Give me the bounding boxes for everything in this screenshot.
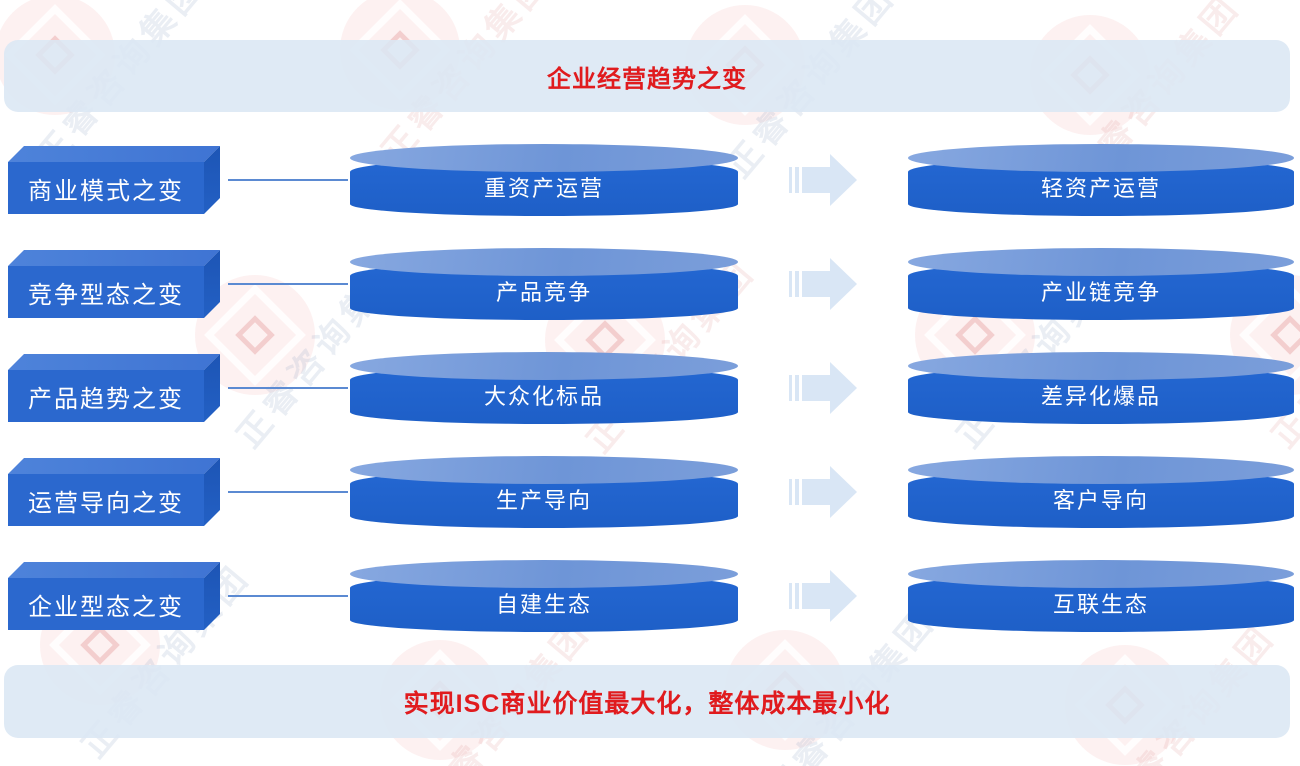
from-label: 自建生态 bbox=[495, 592, 592, 617]
arrow-stripe bbox=[789, 167, 792, 193]
right-arrow-icon bbox=[789, 466, 857, 518]
from-cylinder: 重资产运营 bbox=[350, 144, 738, 216]
from-cylinder: 生产导向 bbox=[350, 456, 738, 528]
connector-line bbox=[228, 387, 348, 389]
arrow-stripe bbox=[789, 375, 792, 401]
to-cylinder: 产业链竞争 bbox=[908, 248, 1294, 320]
arrow-stripe bbox=[795, 375, 799, 401]
to-label: 差异化爆品 bbox=[1040, 384, 1161, 409]
arrow-body bbox=[802, 479, 830, 505]
category-label: 竞争型态之变 bbox=[28, 281, 184, 309]
box-side-face bbox=[204, 354, 220, 422]
category-label: 产品趋势之变 bbox=[28, 385, 184, 413]
connector-line bbox=[228, 491, 348, 493]
trend-row-2: 竞争型态之变 产品竞争 产业链竞争 bbox=[0, 248, 1300, 320]
from-cylinder: 自建生态 bbox=[350, 560, 738, 632]
to-cylinder: 轻资产运营 bbox=[908, 144, 1294, 216]
box-front-face: 商业模式之变 bbox=[8, 162, 204, 214]
to-label: 互联生态 bbox=[1052, 592, 1149, 617]
arrow-stripe bbox=[789, 271, 792, 297]
box-front-face: 运营导向之变 bbox=[8, 474, 204, 526]
cylinder-top bbox=[350, 456, 738, 484]
box-side-face bbox=[204, 250, 220, 318]
category-label: 运营导向之变 bbox=[28, 489, 184, 517]
box-top-face bbox=[8, 146, 220, 162]
box-top-face bbox=[8, 354, 220, 370]
box-front-face: 产品趋势之变 bbox=[8, 370, 204, 422]
from-label: 产品竞争 bbox=[495, 280, 592, 305]
category-box: 企业型态之变 bbox=[8, 562, 220, 630]
to-cylinder: 客户导向 bbox=[908, 456, 1294, 528]
right-arrow-icon bbox=[789, 362, 857, 414]
connector-line bbox=[228, 595, 348, 597]
page-title: 企业经营趋势之变 bbox=[547, 65, 747, 93]
box-side-face bbox=[204, 146, 220, 214]
right-arrow-icon bbox=[789, 570, 857, 622]
cylinder-top bbox=[908, 352, 1294, 380]
arrow-stripe bbox=[795, 167, 799, 193]
category-box: 运营导向之变 bbox=[8, 458, 220, 526]
footer-banner: 实现ISC商业价值最大化，整体成本最小化 bbox=[4, 665, 1290, 738]
arrow-head bbox=[830, 570, 857, 622]
to-label: 客户导向 bbox=[1052, 488, 1149, 513]
arrow-body bbox=[802, 375, 830, 401]
cylinder-top bbox=[908, 248, 1294, 276]
box-top-face bbox=[8, 458, 220, 474]
box-top-face bbox=[8, 250, 220, 266]
arrow-body bbox=[802, 271, 830, 297]
cylinder-top bbox=[908, 560, 1294, 588]
from-label: 重资产运营 bbox=[483, 176, 604, 201]
from-cylinder: 产品竞争 bbox=[350, 248, 738, 320]
to-label: 产业链竞争 bbox=[1040, 280, 1161, 305]
right-arrow-icon bbox=[789, 258, 857, 310]
to-cylinder: 互联生态 bbox=[908, 560, 1294, 632]
to-label: 轻资产运营 bbox=[1040, 176, 1161, 201]
footer-title: 实现ISC商业价值最大化，整体成本最小化 bbox=[403, 689, 891, 718]
arrow-head bbox=[830, 466, 857, 518]
trend-row-4: 运营导向之变 生产导向 客户导向 bbox=[0, 456, 1300, 528]
cylinder-top bbox=[350, 248, 738, 276]
arrow-head bbox=[830, 258, 857, 310]
box-front-face: 竞争型态之变 bbox=[8, 266, 204, 318]
category-box: 竞争型态之变 bbox=[8, 250, 220, 318]
cylinder-top bbox=[908, 144, 1294, 172]
arrow-stripe bbox=[795, 271, 799, 297]
arrow-body bbox=[802, 167, 830, 193]
trend-row-1: 商业模式之变 重资产运营 轻资产运营 bbox=[0, 144, 1300, 216]
arrow-body bbox=[802, 583, 830, 609]
cylinder-top bbox=[908, 456, 1294, 484]
category-box: 商业模式之变 bbox=[8, 146, 220, 214]
category-box: 产品趋势之变 bbox=[8, 354, 220, 422]
arrow-stripe bbox=[795, 583, 799, 609]
from-cylinder: 大众化标品 bbox=[350, 352, 738, 424]
right-arrow-icon bbox=[789, 154, 857, 206]
connector-line bbox=[228, 179, 348, 181]
category-label: 商业模式之变 bbox=[28, 177, 184, 205]
to-cylinder: 差异化爆品 bbox=[908, 352, 1294, 424]
arrow-head bbox=[830, 362, 857, 414]
box-front-face: 企业型态之变 bbox=[8, 578, 204, 630]
connector-line bbox=[228, 283, 348, 285]
from-label: 生产导向 bbox=[495, 488, 592, 513]
arrow-stripe bbox=[795, 479, 799, 505]
box-top-face bbox=[8, 562, 220, 578]
box-side-face bbox=[204, 562, 220, 630]
box-side-face bbox=[204, 458, 220, 526]
cylinder-top bbox=[350, 560, 738, 588]
arrow-head bbox=[830, 154, 857, 206]
arrow-stripe bbox=[789, 479, 792, 505]
category-label: 企业型态之变 bbox=[28, 593, 184, 621]
arrow-stripe bbox=[789, 583, 792, 609]
trend-row-5: 企业型态之变 自建生态 互联生态 bbox=[0, 560, 1300, 632]
trend-row-3: 产品趋势之变 大众化标品 差异化爆品 bbox=[0, 352, 1300, 424]
cylinder-top bbox=[350, 352, 738, 380]
header-banner: 企业经营趋势之变 bbox=[4, 40, 1290, 112]
cylinder-top bbox=[350, 144, 738, 172]
from-label: 大众化标品 bbox=[483, 384, 604, 409]
